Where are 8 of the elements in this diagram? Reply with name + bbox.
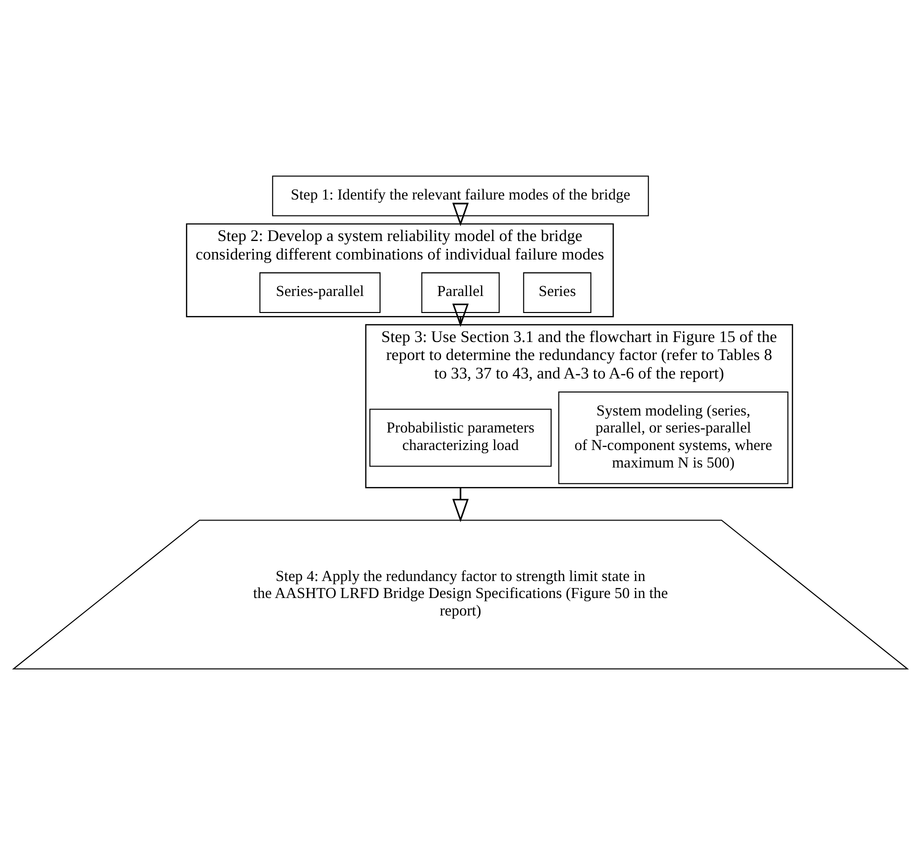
node-box: Series-parallel	[258, 272, 380, 314]
arrow	[452, 488, 468, 522]
arrow	[452, 202, 468, 226]
node-box: Probabilistic parameters characterizing load	[368, 408, 552, 467]
arrow	[452, 304, 468, 328]
node-box: Parallel	[420, 272, 500, 314]
node-box: Series	[522, 272, 591, 314]
node-box: System modeling (series, parallel, or series-parallel of N-component systems, where maximum N is 500)	[558, 391, 788, 484]
